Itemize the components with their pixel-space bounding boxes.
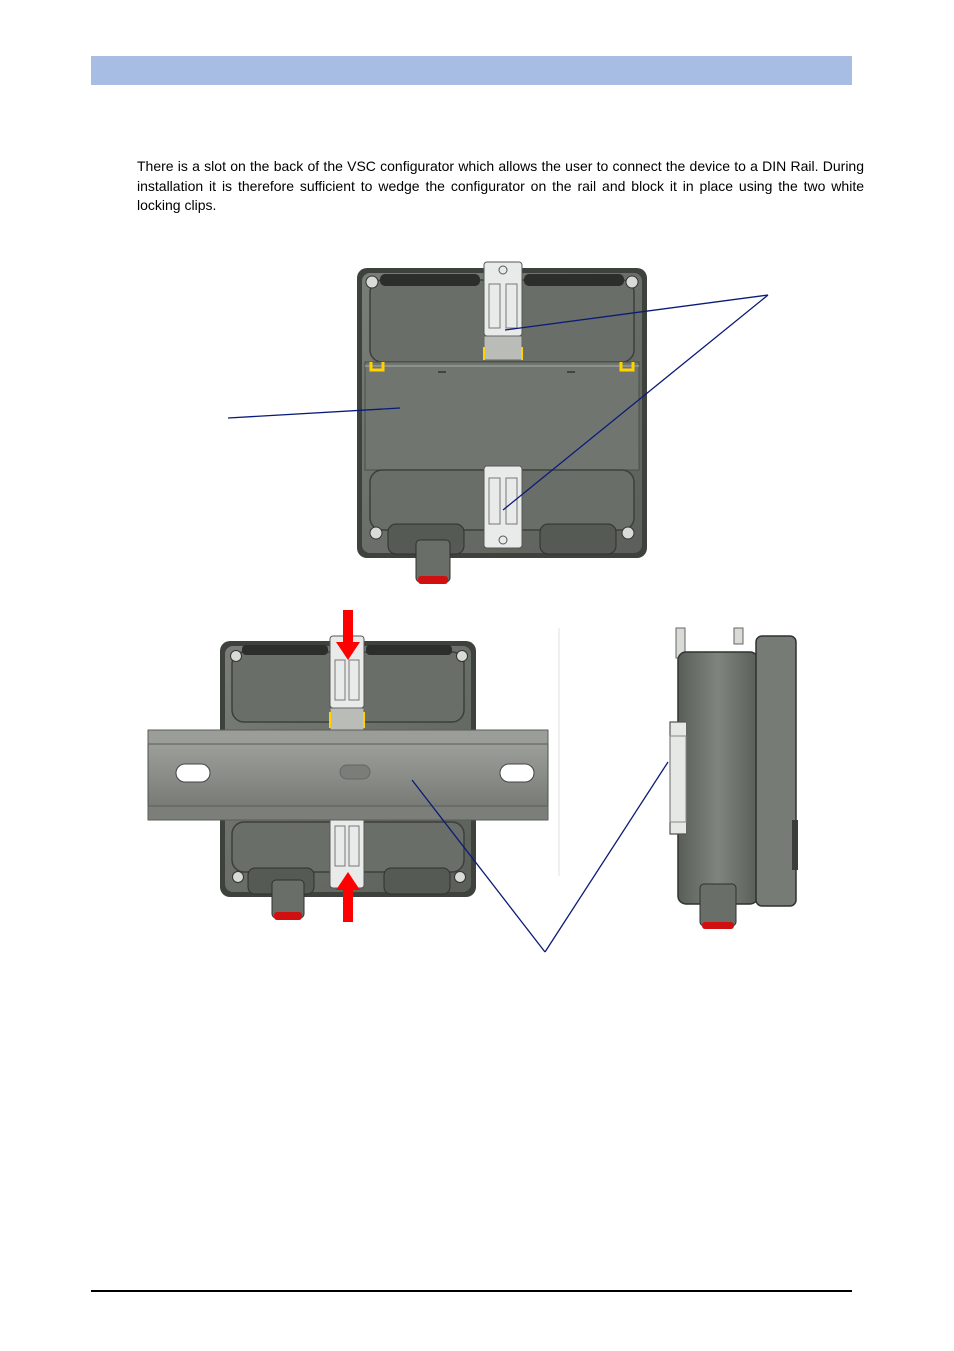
screw-icon <box>365 275 639 540</box>
red-arrow-icon <box>336 610 360 922</box>
callout-lines-top <box>227 294 769 511</box>
header-band <box>91 56 852 85</box>
intro-paragraph: There is a slot on the back of the VSC c… <box>137 158 864 213</box>
mounted-view-device <box>220 635 476 920</box>
side-view-device <box>669 627 798 929</box>
footer-rule <box>91 1290 852 1292</box>
top-locking-clip <box>483 261 523 361</box>
callout-lines-bottom <box>411 761 669 953</box>
bottom-locking-clip <box>483 465 523 549</box>
back-view-device <box>357 261 647 584</box>
din-rail <box>147 729 549 821</box>
